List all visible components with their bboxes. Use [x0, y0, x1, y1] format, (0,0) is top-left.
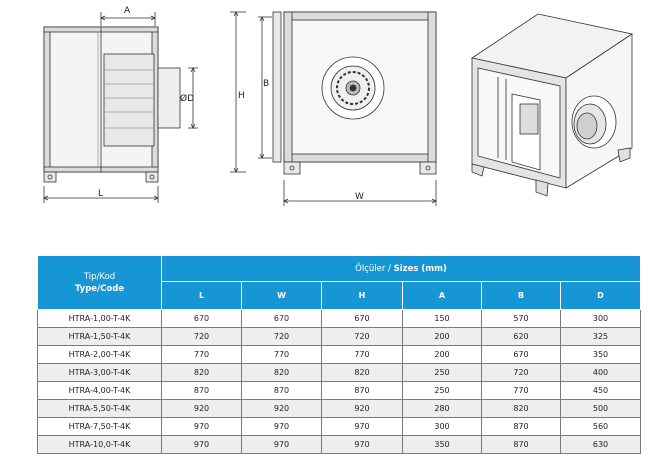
size-cell: 970: [161, 417, 242, 436]
size-cell: 450: [560, 381, 641, 400]
column-header-b: B: [481, 281, 561, 310]
size-cell: 670: [161, 309, 242, 328]
type-code-cell: HTRA-7,50-T-4K: [37, 417, 162, 436]
size-cell: 920: [321, 399, 403, 418]
dimension-label-b: B: [263, 79, 269, 89]
table-row: HTRA-2,00-T-4K 770 770 770 200 670 350: [37, 345, 641, 364]
size-cell: 250: [402, 381, 482, 400]
size-cell: 350: [402, 435, 482, 454]
table-row: HTRA-5,50-T-4K 920 920 920 280 820 500: [37, 399, 641, 418]
size-cell: 200: [402, 327, 482, 346]
size-cell: 820: [481, 399, 561, 418]
sizes-header-bold: Sizes (mm): [393, 263, 447, 274]
column-header-l: L: [161, 281, 242, 310]
size-cell: 870: [481, 435, 561, 454]
size-cell: 970: [161, 435, 242, 454]
size-cell: 870: [161, 381, 242, 400]
size-cell: 670: [241, 309, 322, 328]
sizes-group-header: Ölçüler / Sizes (mm): [161, 255, 641, 282]
type-code-header-line1: Tip/Kod: [83, 271, 116, 282]
size-cell: 820: [321, 363, 403, 382]
dimension-label-h: H: [238, 91, 245, 101]
size-cell: 870: [481, 417, 561, 436]
table-row: HTRA-4,00-T-4K 870 870 870 250 770 450: [37, 381, 641, 400]
size-cell: 970: [321, 435, 403, 454]
type-code-cell: HTRA-1,50-T-4K: [37, 327, 162, 346]
type-code-header-line2: Type/Code: [74, 283, 125, 294]
sizes-table: Tip/Kod Type/Code Ölçüler / Sizes (mm) L…: [37, 255, 641, 454]
size-cell: 570: [481, 309, 561, 328]
dimension-label-l: L: [98, 189, 103, 199]
size-cell: 870: [241, 381, 322, 400]
size-cell: 300: [402, 417, 482, 436]
size-cell: 970: [241, 435, 322, 454]
size-cell: 970: [241, 417, 322, 436]
size-cell: 770: [321, 345, 403, 364]
technical-drawings: A ØD L: [43, 6, 634, 206]
column-header-a: A: [402, 281, 482, 310]
table-row: HTRA-1,50-T-4K 720 720 720 200 620 325: [37, 327, 641, 346]
size-cell: 670: [481, 345, 561, 364]
column-header-w: W: [241, 281, 322, 310]
size-cell: 670: [321, 309, 403, 328]
column-header-h: H: [321, 281, 403, 310]
size-cell: 280: [402, 399, 482, 418]
size-cell: 250: [402, 363, 482, 382]
type-code-header: Tip/Kod Type/Code: [37, 255, 162, 310]
size-cell: 350: [560, 345, 641, 364]
size-cell: 400: [560, 363, 641, 382]
type-code-cell: HTRA-10,0-T-4K: [37, 435, 162, 454]
table-row: HTRA-3,00-T-4K 820 820 820 250 720 400: [37, 363, 641, 382]
size-cell: 200: [402, 345, 482, 364]
dimension-label-d: ØD: [180, 93, 194, 104]
size-cell: 630: [560, 435, 641, 454]
type-code-cell: HTRA-2,00-T-4K: [37, 345, 162, 364]
type-code-cell: HTRA-4,00-T-4K: [37, 381, 162, 400]
size-cell: 770: [161, 345, 242, 364]
table-row: HTRA-1,00-T-4K 670 670 670 150 570 300: [37, 309, 641, 328]
size-cell: 500: [560, 399, 641, 418]
size-cell: 720: [321, 327, 403, 346]
size-cell: 770: [481, 381, 561, 400]
size-cell: 325: [560, 327, 641, 346]
size-cell: 870: [321, 381, 403, 400]
type-code-cell: HTRA-3,00-T-4K: [37, 363, 162, 382]
size-cell: 920: [161, 399, 242, 418]
table-row: HTRA-7,50-T-4K 970 970 970 300 870 560: [37, 417, 641, 436]
type-code-cell: HTRA-5,50-T-4K: [37, 399, 162, 418]
size-cell: 820: [241, 363, 322, 382]
side-view-drawing: [43, 12, 198, 203]
size-cell: 300: [560, 309, 641, 328]
size-cell: 970: [321, 417, 403, 436]
table-row: HTRA-10,0-T-4K 970 970 970 350 870 630: [37, 435, 641, 454]
size-cell: 720: [161, 327, 242, 346]
size-cell: 150: [402, 309, 482, 328]
isometric-view-drawing: [470, 13, 634, 197]
front-view-drawing: [230, 11, 437, 206]
size-cell: 560: [560, 417, 641, 436]
sizes-header-prefix: Ölçüler /: [355, 263, 394, 274]
column-header-d: D: [560, 281, 641, 310]
size-cell: 920: [241, 399, 322, 418]
dimension-label-w: W: [355, 192, 364, 202]
type-code-cell: HTRA-1,00-T-4K: [37, 309, 162, 328]
size-cell: 820: [161, 363, 242, 382]
size-cell: 770: [241, 345, 322, 364]
dimension-label-a: A: [124, 6, 131, 16]
size-cell: 620: [481, 327, 561, 346]
size-cell: 720: [241, 327, 322, 346]
size-cell: 720: [481, 363, 561, 382]
